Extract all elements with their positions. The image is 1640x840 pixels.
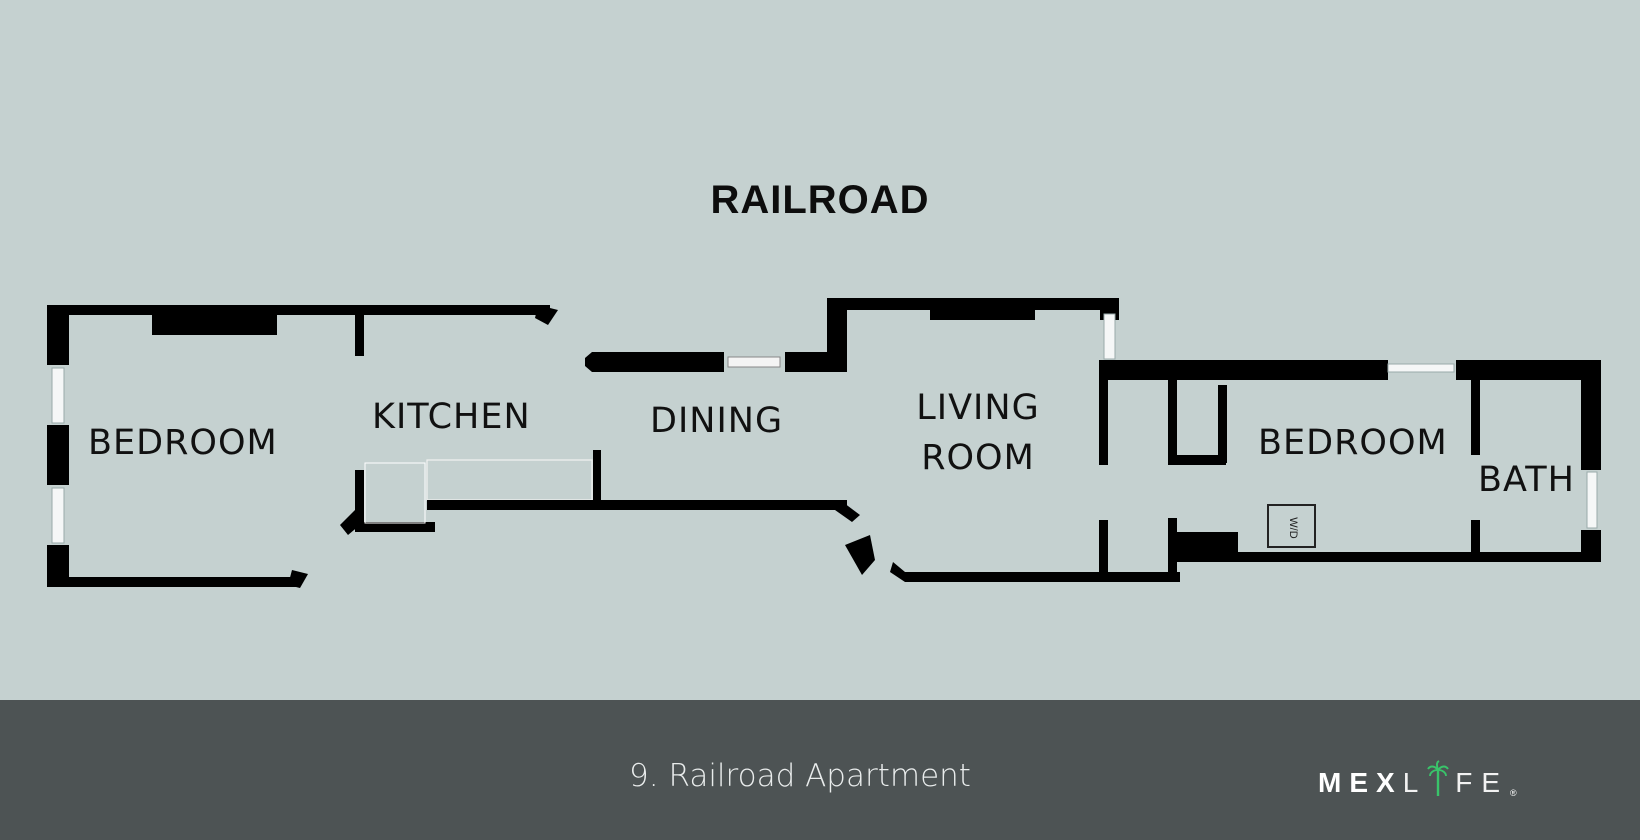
closet-wall-1 <box>1168 380 1177 465</box>
bedroom-right-top <box>1456 360 1601 380</box>
logo-text-part2: L <box>1402 767 1428 798</box>
hall-wall-lower-1 <box>1099 520 1108 582</box>
closet-wall-2 <box>1168 455 1226 465</box>
right-wall-top <box>1100 360 1388 380</box>
room-label-living: LIVING ROOM <box>908 383 1048 483</box>
dining-wall-bottom-end <box>835 500 860 522</box>
washer-box <box>1267 504 1316 548</box>
room-label-living-line1: LIVING <box>916 388 1040 428</box>
registered-mark: ® <box>1510 788 1517 798</box>
washer-label: W/D <box>1287 517 1299 538</box>
brand-logo: MEX L FE ® <box>1318 758 1517 798</box>
wall-left-mid <box>47 425 69 485</box>
living-wall-top <box>827 298 1119 310</box>
window-living <box>1103 313 1116 360</box>
window-bath <box>1586 471 1598 529</box>
room-label-kitchen: KITCHEN <box>372 397 531 437</box>
living-top-block <box>930 305 1035 320</box>
dining-top-wall <box>592 352 724 372</box>
dining-top-left-end <box>585 352 592 372</box>
palm-tree-icon <box>1427 760 1450 796</box>
bath-wall-right <box>1581 360 1601 470</box>
kitchen-wall-bottom <box>355 522 435 532</box>
kitchen-wall-right <box>593 450 601 505</box>
logo-text-part3: FE <box>1455 767 1510 798</box>
counter-outline <box>364 462 426 524</box>
closet-wall-3 <box>1218 385 1227 463</box>
bath-wall-left <box>1471 375 1480 455</box>
kitchen-door-jamb <box>340 510 360 535</box>
logo-text-part1: MEX <box>1318 767 1403 798</box>
closet-block <box>152 312 277 335</box>
wall-bottom-left-end <box>288 570 308 588</box>
room-label-bedroom-left: BEDROOM <box>88 423 278 463</box>
living-bottom-end <box>890 562 905 582</box>
room-label-bedroom-right: BEDROOM <box>1258 423 1448 463</box>
window-left-2 <box>51 487 65 544</box>
dining-wall-bottom <box>427 500 847 510</box>
dining-window <box>727 356 781 368</box>
wall-left-top <box>47 305 69 365</box>
bedroom-right-bottom <box>1176 552 1601 562</box>
wall-bottom-left <box>47 577 299 587</box>
bath-wall-left-2 <box>1471 520 1480 558</box>
plan-title: RAILROAD <box>710 178 930 222</box>
room-label-bath: BATH <box>1478 460 1575 500</box>
footer-bar: 9. Railroad Apartment MEX L FE ® <box>0 700 1640 840</box>
living-wall-vert <box>1099 360 1108 465</box>
wall-top-left <box>47 305 550 315</box>
floor-plan-walls: W/D <box>47 298 1601 588</box>
room-label-living-line2: ROOM <box>921 438 1035 478</box>
wall-left-bottom <box>47 545 69 587</box>
living-wall-bottom <box>905 572 1180 582</box>
footer-caption: 9. Railroad Apartment <box>629 758 971 794</box>
window-bedroom-right <box>1387 363 1455 373</box>
wall-bedroom-kitchen <box>355 310 364 356</box>
kitchen-wall-vert <box>355 470 364 530</box>
living-wall-left <box>827 298 847 372</box>
room-label-dining: DINING <box>650 401 784 441</box>
counter-strip <box>426 459 593 501</box>
hall-wall-lower-2 <box>1168 518 1177 580</box>
bath-wall-right-2 <box>1581 530 1601 562</box>
window-left-1 <box>51 367 65 424</box>
door-arrow-icon <box>845 535 875 575</box>
wall-top-left-end <box>535 305 558 325</box>
floor-plan-stage: RAILROAD <box>47 178 1601 588</box>
